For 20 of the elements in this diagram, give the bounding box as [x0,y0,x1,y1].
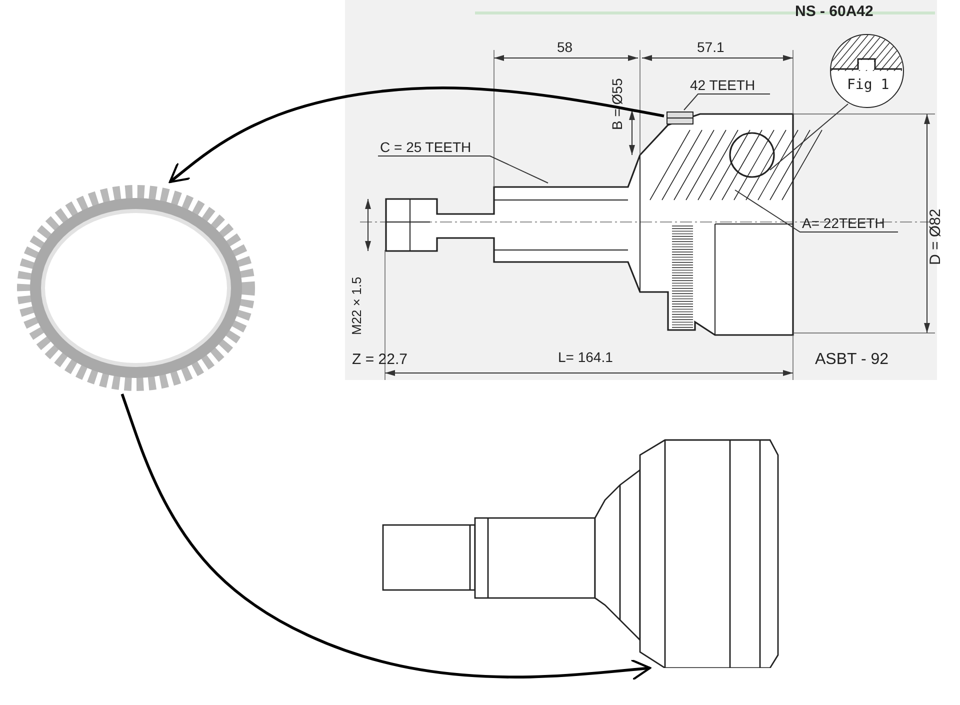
leader-line [684,94,770,110]
tone-ring-section [664,110,694,126]
part-number: NS - 60A42 [795,4,874,19]
leader-line [378,156,548,184]
dimension-value: 57.1 [697,40,724,54]
dimension-value: 58 [557,40,573,54]
leader-line [734,190,898,232]
dimension-value: D = Ø82 [928,208,943,265]
callout-label: 42 TEETH [690,78,756,92]
callout-label: A= 22TEETH [802,216,885,230]
leader-line [770,104,848,170]
curved-arrow [120,394,652,681]
dimension-value: B = Ø55 [610,78,624,130]
part-number: ASBT - 92 [815,352,889,368]
dimension-value: Z = 22.7 [352,352,408,367]
curved-arrow [168,86,664,184]
figure-label: Fig 1 [847,78,890,92]
dimension-value: L= 164.1 [558,350,613,364]
callout-label: C = 25 TEETH [380,140,472,154]
thread-size: M22 × 1.5 [350,276,363,335]
